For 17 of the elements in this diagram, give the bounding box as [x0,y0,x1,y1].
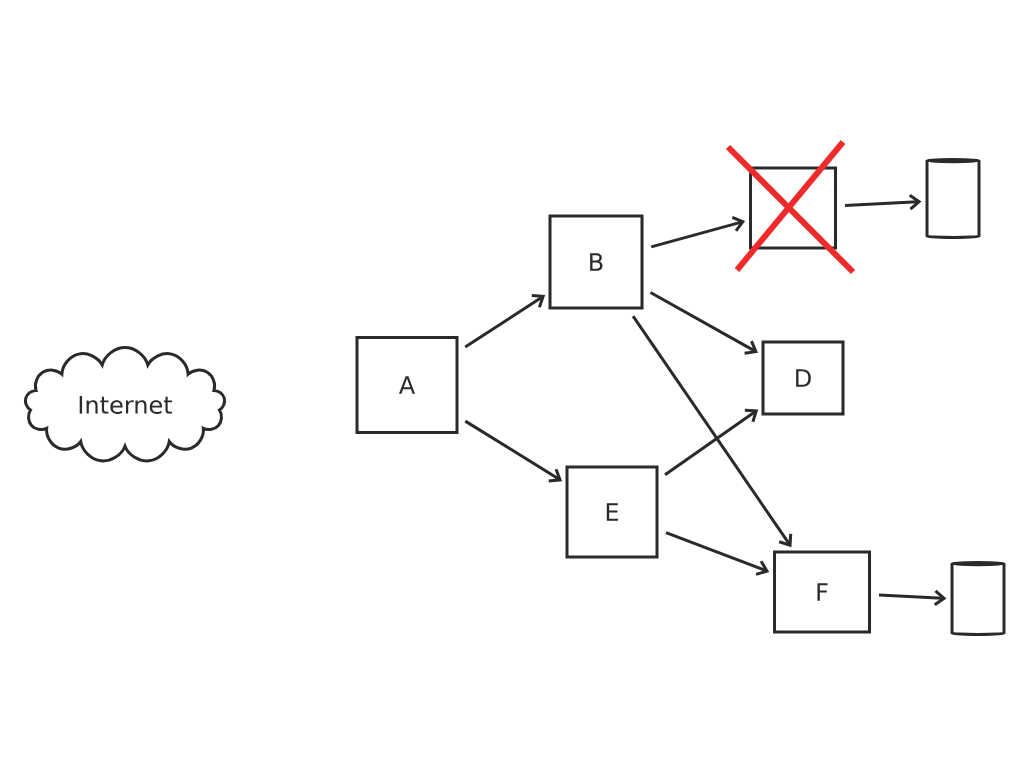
arrow [844,193,922,211]
arrow [665,531,770,576]
database-cylinder [950,560,1006,636]
arrow [464,419,563,483]
arrow [878,589,947,607]
arrow [649,291,759,355]
database-cylinder [925,157,981,239]
process-box: E [565,465,659,559]
arrow [631,315,793,548]
process-box: D [761,340,845,416]
arrow [650,216,746,249]
process-box: B [548,214,644,310]
arrow [664,408,759,477]
arrow [464,293,546,349]
process-box: A [355,336,459,434]
process-box: F [773,550,871,634]
box [749,166,837,250]
